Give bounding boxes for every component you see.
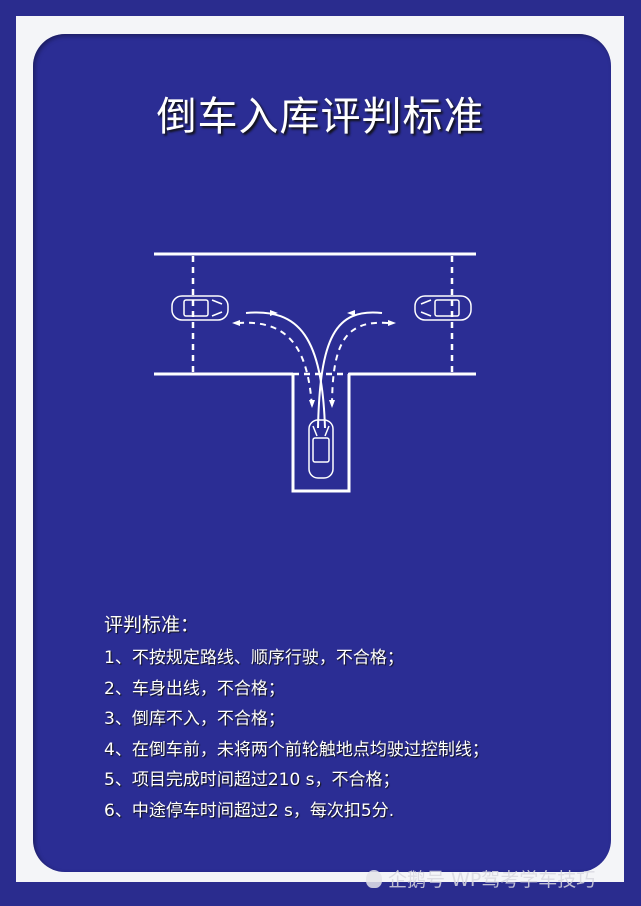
watermark-text: 企鹅号 WP驾考学车技巧 [388,869,596,891]
criteria-item: 4、在倒车前，未将两个前轮触地点均驶过控制线； [104,739,489,760]
criteria-section: 评判标准： 1、不按规定路线、顺序行驶，不合格； 2、车身出线，不合格； 3、倒… [104,610,489,826]
criteria-heading: 评判标准： [104,614,200,636]
criteria-item: 6、中途停车时间超过2 s，每次扣5分. [104,800,395,821]
page-title: 倒车入库评判标准 [156,94,485,140]
car-right-icon [414,295,472,321]
sign-panel [33,34,611,872]
criteria-item: 2、车身出线，不合格； [104,678,285,699]
car-parked-icon [308,419,334,479]
penguin-icon [366,869,382,888]
criteria-item: 5、项目完成时间超过210 s，不合格； [104,770,400,790]
watermark: 企鹅号 WP驾考学车技巧 [366,865,595,892]
garage-diagram [154,252,476,493]
criteria-item: 1、不按规定路线、顺序行驶，不合格； [104,648,404,668]
car-left-icon [171,295,229,321]
criteria-item: 3、倒库不入，不合格； [104,709,285,729]
